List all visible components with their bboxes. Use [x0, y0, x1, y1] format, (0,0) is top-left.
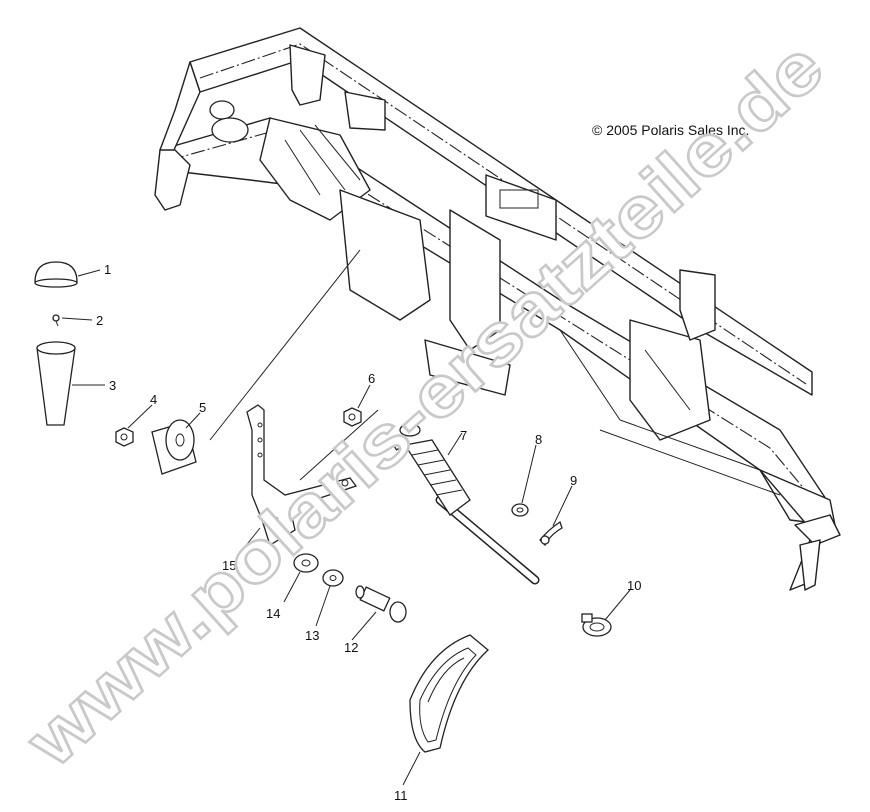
callout-2: 2 [96, 313, 103, 328]
callout-10: 10 [627, 578, 641, 593]
callout-leaders [61, 269, 631, 786]
part-13-washer [322, 569, 344, 587]
callout-15: 15 [222, 558, 236, 573]
callout-labels: 1 2 3 4 5 6 7 8 9 10 11 12 13 14 15 [96, 262, 641, 803]
part-9-clip [539, 520, 563, 547]
part-14-washer [293, 553, 319, 573]
callout-14: 14 [266, 606, 280, 621]
callout-13: 13 [305, 628, 319, 643]
copyright-notice: © 2005 Polaris Sales Inc. [592, 122, 750, 138]
part-4-nut [115, 427, 134, 447]
leader-line-frame [209, 249, 361, 441]
callout-7: 7 [460, 428, 467, 443]
callout-9: 9 [570, 473, 577, 488]
frame-assembly [154, 27, 841, 591]
part-5-bushing [151, 419, 197, 475]
callout-6: 6 [368, 371, 375, 386]
part-6-nut [343, 407, 362, 427]
callout-5: 5 [199, 400, 206, 415]
part-2-screw [52, 314, 60, 327]
part-12-shoulder-bolt [355, 585, 407, 623]
part-11-shift-boot [409, 634, 489, 753]
callout-11: 11 [394, 788, 408, 803]
part-3-knob-sleeve [36, 341, 76, 426]
callout-3: 3 [109, 378, 116, 393]
part-15-shift-lever [246, 404, 358, 546]
callout-4: 4 [150, 392, 157, 407]
part-1-knob-cap [34, 261, 78, 288]
callout-12: 12 [344, 640, 358, 655]
part-8-washer [511, 503, 529, 517]
callout-1: 1 [104, 262, 111, 277]
part-10-clamp [581, 613, 612, 637]
part-7-shift-cable [390, 423, 540, 585]
callout-8: 8 [535, 432, 542, 447]
leader-line-shift [299, 409, 379, 481]
